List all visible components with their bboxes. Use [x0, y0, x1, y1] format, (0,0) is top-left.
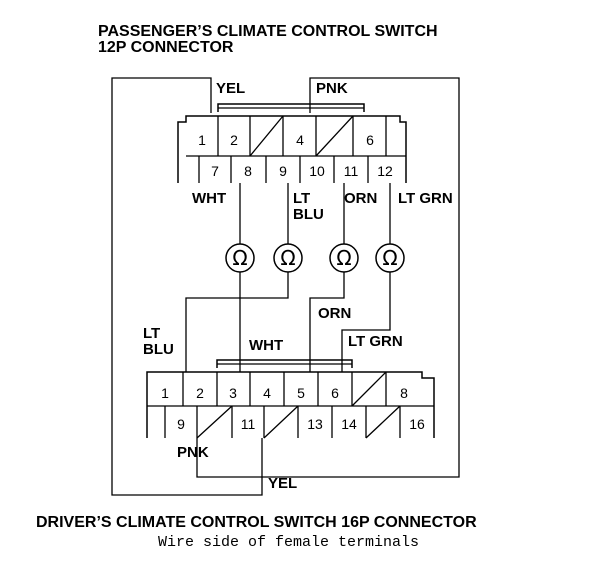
subtitle: Wire side of female terminals [158, 534, 419, 551]
bottom-pin-3: 3 [229, 385, 237, 401]
top-pin-8: 8 [244, 163, 252, 179]
label-lt-top: LT [293, 190, 310, 207]
orn-probe [309, 272, 345, 372]
top-pin-1: 1 [198, 132, 206, 148]
probe-wires [185, 183, 391, 372]
ltblu-probe [185, 272, 289, 372]
pnk-wire [196, 77, 460, 478]
bottom-title: DRIVER’S CLIMATE CONTROL SWITCH 16P CONN… [36, 514, 477, 531]
bottom-blank-slash-10 [196, 405, 233, 439]
top-connector-housing [177, 115, 407, 183]
bottom-pin-11: 11 [241, 416, 256, 432]
ohm-symbol: Ω [232, 246, 247, 270]
top-pin-2: 2 [230, 132, 238, 148]
bottom-connector-housing [146, 371, 435, 438]
bottom-16p-connector: 1 2 3 4 5 6 8 9 11 13 14 16 [146, 359, 435, 439]
ohmmeter-3: Ω [329, 243, 359, 273]
label-wht-top: WHT [192, 190, 226, 207]
label-lt-left: LT [143, 325, 160, 342]
top-pin-7: 7 [211, 163, 219, 179]
top-pin-11: 11 [344, 163, 359, 179]
top-12p-connector: 1 2 4 6 7 8 9 10 11 12 [177, 103, 407, 183]
bottom-pin-6: 6 [331, 385, 339, 401]
label-blu-top: BLU [293, 206, 324, 223]
outer-wires [111, 77, 460, 496]
ohm-symbol: Ω [336, 246, 351, 270]
ltgrn-probe [341, 272, 391, 372]
label-orn-mid: ORN [318, 305, 351, 322]
bottom-pin-1: 1 [161, 385, 169, 401]
bottom-pin-13: 13 [307, 416, 323, 432]
yel-wire [111, 77, 263, 496]
ohmmeter-1: Ω [225, 243, 255, 273]
top-pin-9: 9 [279, 163, 287, 179]
bottom-pin-14: 14 [341, 416, 357, 432]
top-pin-12: 12 [377, 163, 393, 179]
label-ltgrn-top: LT GRN [398, 190, 453, 207]
ohm-symbol: Ω [382, 246, 397, 270]
top-blank-slash-3 [249, 115, 284, 157]
label-orn-top: ORN [344, 190, 377, 207]
label-wht-mid: WHT [249, 337, 283, 354]
top-blank-slash-5 [315, 115, 354, 157]
bottom-pin-16: 16 [409, 416, 425, 432]
label-yel-top: YEL [216, 80, 245, 97]
label-ltgrn-mid: LT GRN [348, 333, 403, 350]
top-title-line2: 12P CONNECTOR [98, 39, 234, 56]
ohmmeter-4: Ω [375, 243, 405, 273]
label-yel-bottom: YEL [268, 475, 297, 492]
label-pnk-bottom: PNK [177, 444, 209, 461]
bottom-blank-slash-7 [351, 371, 387, 407]
bottom-blank-slash-12 [263, 405, 299, 439]
label-pnk-top: PNK [316, 80, 348, 97]
top-pin-6: 6 [366, 132, 374, 148]
bottom-pin-4: 4 [263, 385, 271, 401]
ohmmeter-2: Ω [273, 243, 303, 273]
top-title-line1: PASSENGER’S CLIMATE CONTROL SWITCH [98, 23, 438, 40]
bottom-pin-2: 2 [196, 385, 204, 401]
bottom-pin-9: 9 [177, 416, 185, 432]
bottom-blank-slash-15 [365, 405, 401, 439]
label-blu-left: BLU [143, 341, 174, 358]
top-pin-10: 10 [309, 163, 325, 179]
bottom-pin-5: 5 [297, 385, 305, 401]
ohm-symbol: Ω [280, 246, 295, 270]
top-pin-4: 4 [296, 132, 304, 148]
bottom-pin-8: 8 [400, 385, 408, 401]
